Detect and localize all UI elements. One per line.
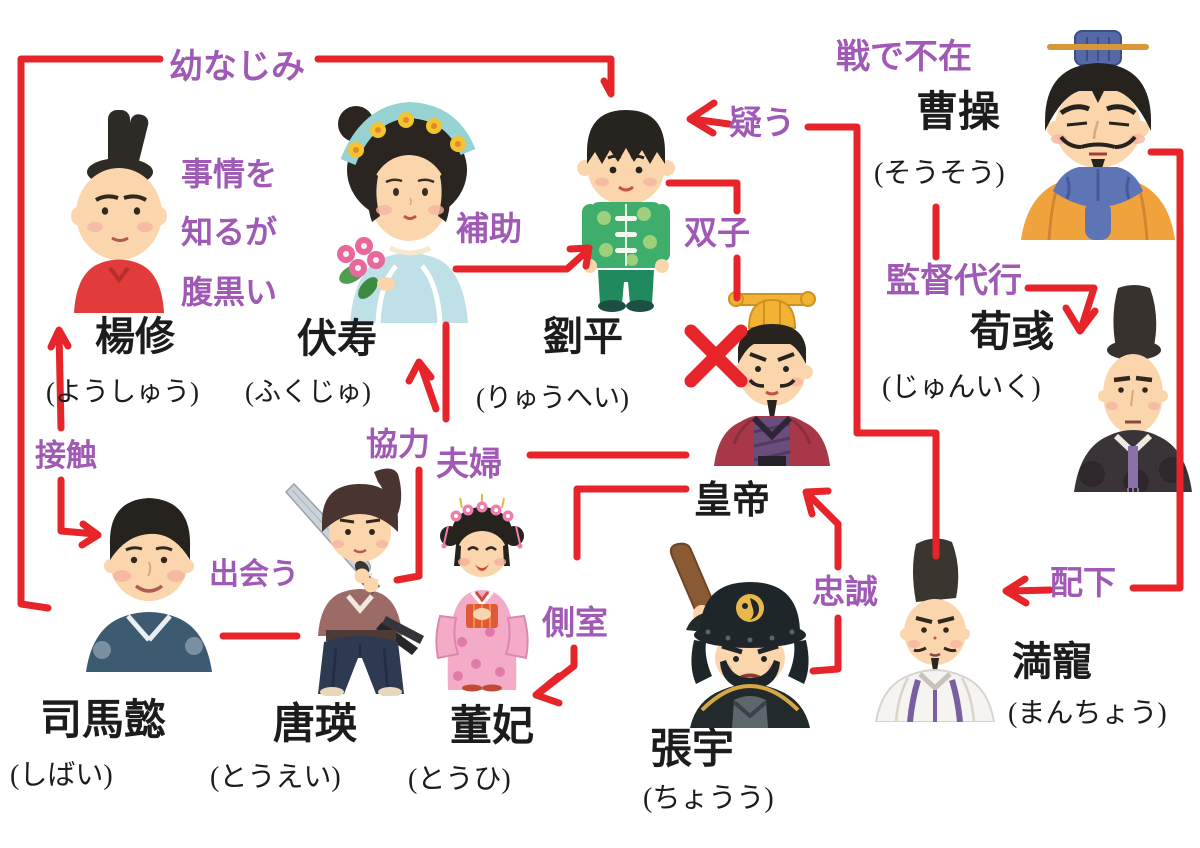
cao-cao-illustration bbox=[995, 25, 1200, 240]
relation-label-futago: 双子 bbox=[684, 214, 750, 251]
character-reading-man-chong: (まんちょう) bbox=[1008, 698, 1167, 729]
status-label-cao-cao-absent: 戦で不在 bbox=[836, 38, 972, 76]
relation-label-osananajimi: 幼なじみ bbox=[169, 48, 305, 86]
relation-label-fufu: 夫婦 bbox=[436, 445, 502, 482]
liu-ping-illustration bbox=[560, 92, 692, 312]
character-name-yang-xiu: 楊修 bbox=[95, 315, 175, 359]
cao-cao-icon bbox=[1021, 30, 1175, 240]
xun-yu-icon bbox=[1074, 285, 1192, 492]
man-chong-illustration bbox=[868, 538, 1006, 722]
tang-ying-icon bbox=[284, 468, 424, 696]
yang-xiu-icon bbox=[71, 110, 167, 313]
dong-fei-icon bbox=[435, 494, 529, 692]
dong-fei-illustration bbox=[428, 492, 536, 692]
tang-ying-illustration bbox=[274, 458, 432, 696]
character-reading-dong-fei: (とうひ) bbox=[408, 764, 511, 795]
character-name-man-chong: 満寵 bbox=[1012, 640, 1092, 684]
relation-label-kantoku-daiko: 監督代行 bbox=[886, 262, 1022, 300]
character-name-tang-ying: 唐瑛 bbox=[273, 700, 358, 747]
yang-xiu-illustration bbox=[50, 108, 190, 313]
note-yang-xiu-line3: 腹黒い bbox=[181, 274, 278, 310]
fu-shou-icon bbox=[337, 101, 476, 323]
character-name-emperor: 皇帝 bbox=[694, 480, 771, 522]
note-yang-xiu-line1: 事情を bbox=[181, 156, 278, 192]
relation-label-chusei: 忠誠 bbox=[812, 573, 878, 610]
relation-label-kyoryoku: 協力 bbox=[366, 426, 431, 462]
emperor-icon bbox=[714, 291, 830, 466]
relation-label-sesshoku: 接触 bbox=[35, 438, 97, 473]
sima-yi-illustration bbox=[68, 474, 230, 672]
character-name-dong-fei: 董妃 bbox=[450, 702, 535, 749]
relation-label-haika: 配下 bbox=[1050, 564, 1116, 601]
emperor-illustration bbox=[696, 286, 848, 466]
xun-yu-illustration bbox=[1064, 282, 1200, 492]
relation-label-sokushitsu: 側室 bbox=[542, 604, 608, 641]
character-reading-sima-yi: (しばい) bbox=[10, 760, 113, 791]
character-reading-liu-ping: (りゅうへい) bbox=[476, 383, 629, 413]
character-reading-yang-xiu: (ようしゅう) bbox=[46, 377, 199, 407]
character-reading-fu-shou: (ふくじゅ) bbox=[245, 377, 371, 407]
relation-label-hojo: 補助 bbox=[456, 210, 522, 247]
character-name-fu-shou: 伏寿 bbox=[297, 317, 377, 361]
character-name-zhang-yu: 張宇 bbox=[650, 725, 735, 772]
sima-yi-icon bbox=[86, 498, 212, 672]
note-yang-xiu-line2: 知るが bbox=[181, 214, 278, 250]
character-reading-cao-cao: (そうそう) bbox=[874, 158, 1005, 189]
fu-shou-illustration bbox=[312, 88, 497, 323]
character-reading-xun-yu: (じゅんいく) bbox=[882, 372, 1041, 403]
liu-ping-icon bbox=[577, 110, 675, 312]
character-name-cao-cao: 曹操 bbox=[916, 88, 1001, 135]
zhang-yu-illustration bbox=[638, 542, 856, 728]
character-reading-zhang-yu: (ちょうう) bbox=[643, 783, 774, 814]
zhang-yu-icon bbox=[669, 542, 810, 728]
relation-label-deau: 出会う bbox=[209, 558, 299, 591]
character-name-sima-yi: 司馬懿 bbox=[40, 696, 167, 743]
character-reading-tang-ying: (とうえい) bbox=[210, 762, 341, 793]
relation-label-utagau: 疑う bbox=[729, 104, 795, 141]
man-chong-icon bbox=[874, 538, 996, 722]
character-name-xun-yu: 荀彧 bbox=[970, 308, 1055, 355]
character-name-liu-ping: 劉平 bbox=[543, 315, 623, 359]
